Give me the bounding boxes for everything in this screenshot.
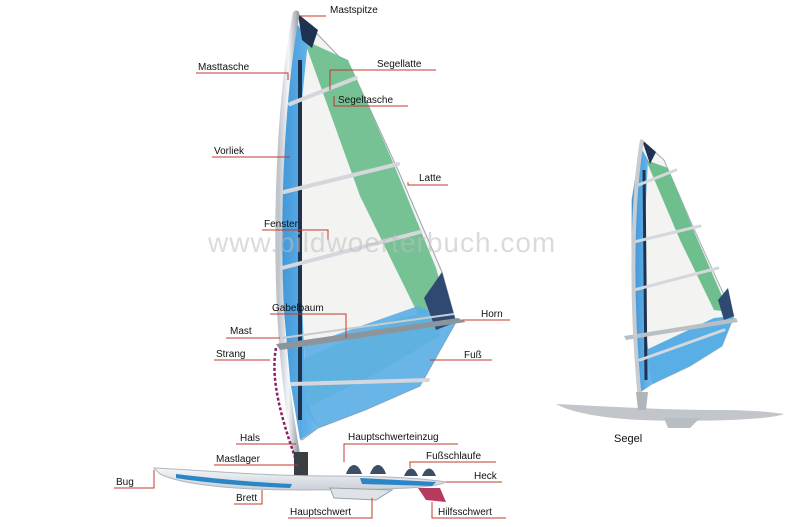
label-brett: Brett <box>236 493 257 504</box>
label-mastspitze: Mastspitze <box>330 5 378 16</box>
label-vorliek: Vorliek <box>214 146 245 157</box>
label-brett-group: Brett <box>234 490 262 504</box>
label-gabelbaum: Gabelbaum <box>272 303 324 314</box>
label-segeltasche-group: Segeltasche <box>334 95 408 106</box>
label-segellatte: Segellatte <box>377 59 422 70</box>
label-strang-group: Strang <box>214 349 270 360</box>
label-horn-group: Horn <box>462 309 510 320</box>
label-strang: Strang <box>216 349 245 360</box>
label-hals-group: Hals <box>236 433 296 444</box>
label-heck-group: Heck <box>446 471 502 482</box>
fin <box>418 488 446 502</box>
label-mastlager: Mastlager <box>216 454 261 465</box>
label-mast: Mast <box>230 326 252 337</box>
label-mastspitze-group: Mastspitze <box>300 5 378 16</box>
secondary-windsurfer <box>556 140 784 428</box>
label-mastlager-group: Mastlager <box>214 454 298 465</box>
label-bug-group: Bug <box>114 470 154 488</box>
label-masttasche-group: Masttasche <box>196 62 288 80</box>
watermark: www.bildwoerterbuch.com <box>208 227 556 259</box>
label-fuss: Fuß <box>464 350 482 361</box>
label-mast-group: Mast <box>226 326 280 338</box>
label-hals: Hals <box>240 433 260 444</box>
label-hauptschwerteinzug: Hauptschwerteinzug <box>348 432 439 443</box>
small-mast-base <box>636 392 648 410</box>
label-masttasche: Masttasche <box>198 62 250 73</box>
label-hauptschwert-group: Hauptschwert <box>288 498 372 518</box>
label-heck: Heck <box>474 471 498 482</box>
small-window-line <box>644 170 646 380</box>
label-fussschlaufe-group: Fußschlaufe <box>410 451 496 468</box>
label-hilfsschwert-group: Hilfsschwert <box>432 502 506 518</box>
label-horn: Horn <box>481 309 503 320</box>
label-latte: Latte <box>419 173 442 184</box>
label-latte-group: Latte <box>408 173 448 185</box>
label-hilfsschwert: Hilfsschwert <box>438 507 492 518</box>
footstraps <box>346 465 436 476</box>
daggerboard <box>330 488 392 500</box>
small-daggerboard <box>664 418 700 428</box>
caption-segel: Segel <box>614 433 642 445</box>
label-fussschlaufe: Fußschlaufe <box>426 451 481 462</box>
label-segeltasche: Segeltasche <box>338 95 393 106</box>
label-bug: Bug <box>116 477 134 488</box>
label-hauptschwert: Hauptschwert <box>290 507 351 518</box>
